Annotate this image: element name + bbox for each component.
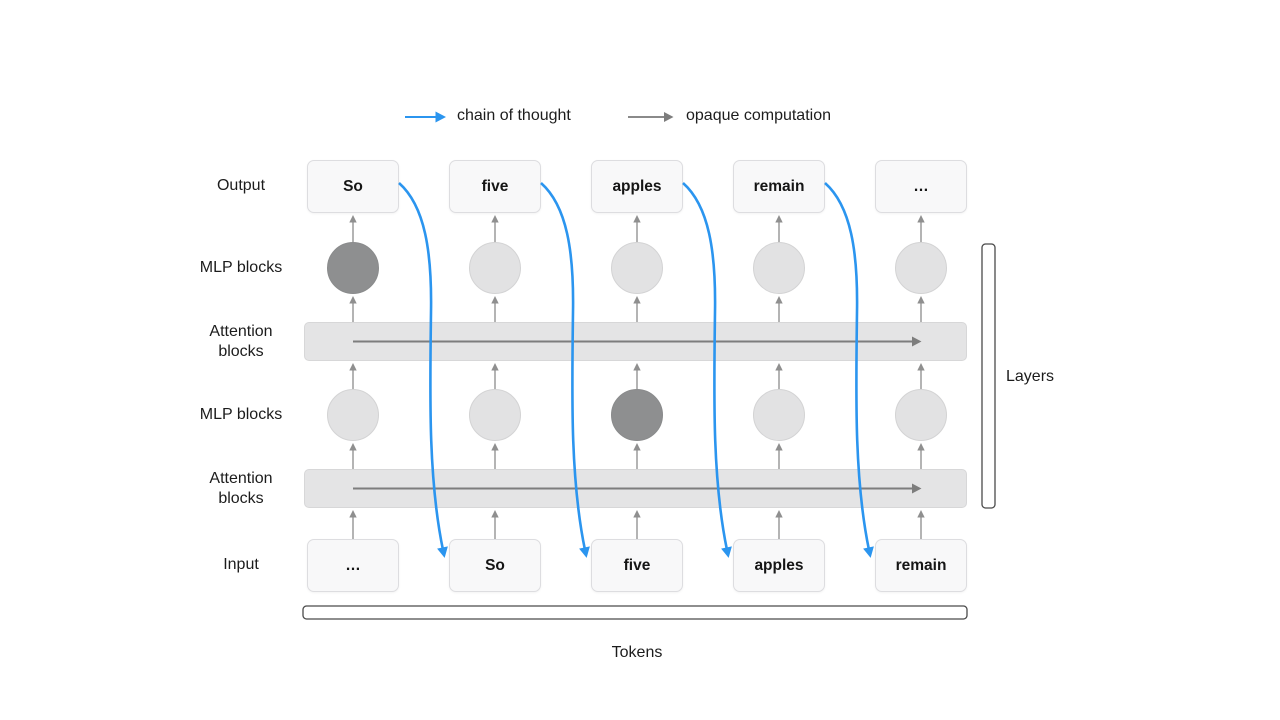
mlp-circle-top-3 xyxy=(611,242,663,294)
output-token-box-5: … xyxy=(875,160,967,213)
input-token-box-1: … xyxy=(307,539,399,592)
legend-chain-of-thought-label: chain of thought xyxy=(457,107,571,124)
output-token-box-4: remain xyxy=(733,160,825,213)
input-token-box-4: apples xyxy=(733,539,825,592)
legend-opaque-computation-label: opaque computation xyxy=(686,107,831,124)
layers-label: Layers xyxy=(1006,368,1055,385)
mlp-circle-top-5 xyxy=(895,242,947,294)
row-label-input: Input xyxy=(223,556,259,573)
tokens-label: Tokens xyxy=(611,644,663,661)
layers-bracket xyxy=(981,243,996,509)
attention-bar-bottom xyxy=(304,469,967,508)
row-label-attention-top: Attention blocks xyxy=(209,323,273,360)
row-label-attention-bottom: Attention blocks xyxy=(209,470,273,507)
tokens-bracket xyxy=(302,605,968,620)
mlp-circle-bottom-5 xyxy=(895,389,947,441)
output-token-box-2: five xyxy=(449,160,541,213)
mlp-circle-bottom-1 xyxy=(327,389,379,441)
output-token-box-1: So xyxy=(307,160,399,213)
input-token-box-2: So xyxy=(449,539,541,592)
output-token-box-3: apples xyxy=(591,160,683,213)
row-label-mlp-top: MLP blocks xyxy=(199,259,283,276)
mlp-circle-top-1-active xyxy=(327,242,379,294)
mlp-circle-bottom-3-active xyxy=(611,389,663,441)
mlp-circle-bottom-4 xyxy=(753,389,805,441)
mlp-circle-bottom-2 xyxy=(469,389,521,441)
mlp-circle-top-2 xyxy=(469,242,521,294)
input-token-box-3: five xyxy=(591,539,683,592)
row-label-mlp-bottom: MLP blocks xyxy=(199,406,283,423)
input-token-box-5: remain xyxy=(875,539,967,592)
row-label-output: Output xyxy=(216,177,266,194)
attention-bar-top xyxy=(304,322,967,361)
mlp-circle-top-4 xyxy=(753,242,805,294)
